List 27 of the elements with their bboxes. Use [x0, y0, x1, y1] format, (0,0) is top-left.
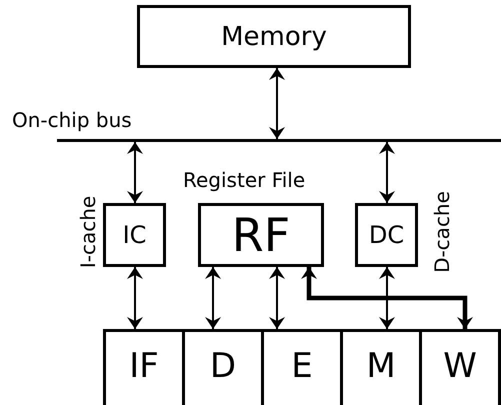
box-label: IF	[129, 348, 159, 382]
box-label: IC	[122, 223, 146, 247]
box-label: Memory	[221, 24, 327, 50]
side-label: I-cache	[78, 196, 98, 268]
cache-box	[355, 203, 418, 267]
box-label: W	[443, 348, 477, 382]
pipeline-stage-box	[103, 329, 185, 405]
arrow	[269, 267, 285, 329]
box-label: RF	[232, 212, 290, 258]
box-label: M	[366, 348, 396, 382]
arrow	[205, 267, 221, 329]
arrow	[301, 267, 473, 329]
arrow	[269, 68, 285, 139]
arrow	[127, 267, 143, 329]
memory-box	[137, 5, 411, 68]
box-label: D	[210, 348, 236, 382]
box-label: DC	[368, 223, 404, 247]
arrow	[127, 142, 143, 203]
box-label: E	[291, 348, 313, 382]
side-label: On-chip bus	[12, 110, 132, 130]
pipeline-stage-box	[419, 329, 501, 405]
cache-box	[103, 203, 166, 267]
box-heading: Register File	[183, 170, 306, 190]
side-label: D-cache	[432, 191, 452, 273]
arrow	[379, 142, 395, 203]
arrow	[379, 267, 395, 329]
bus-line	[57, 139, 501, 142]
